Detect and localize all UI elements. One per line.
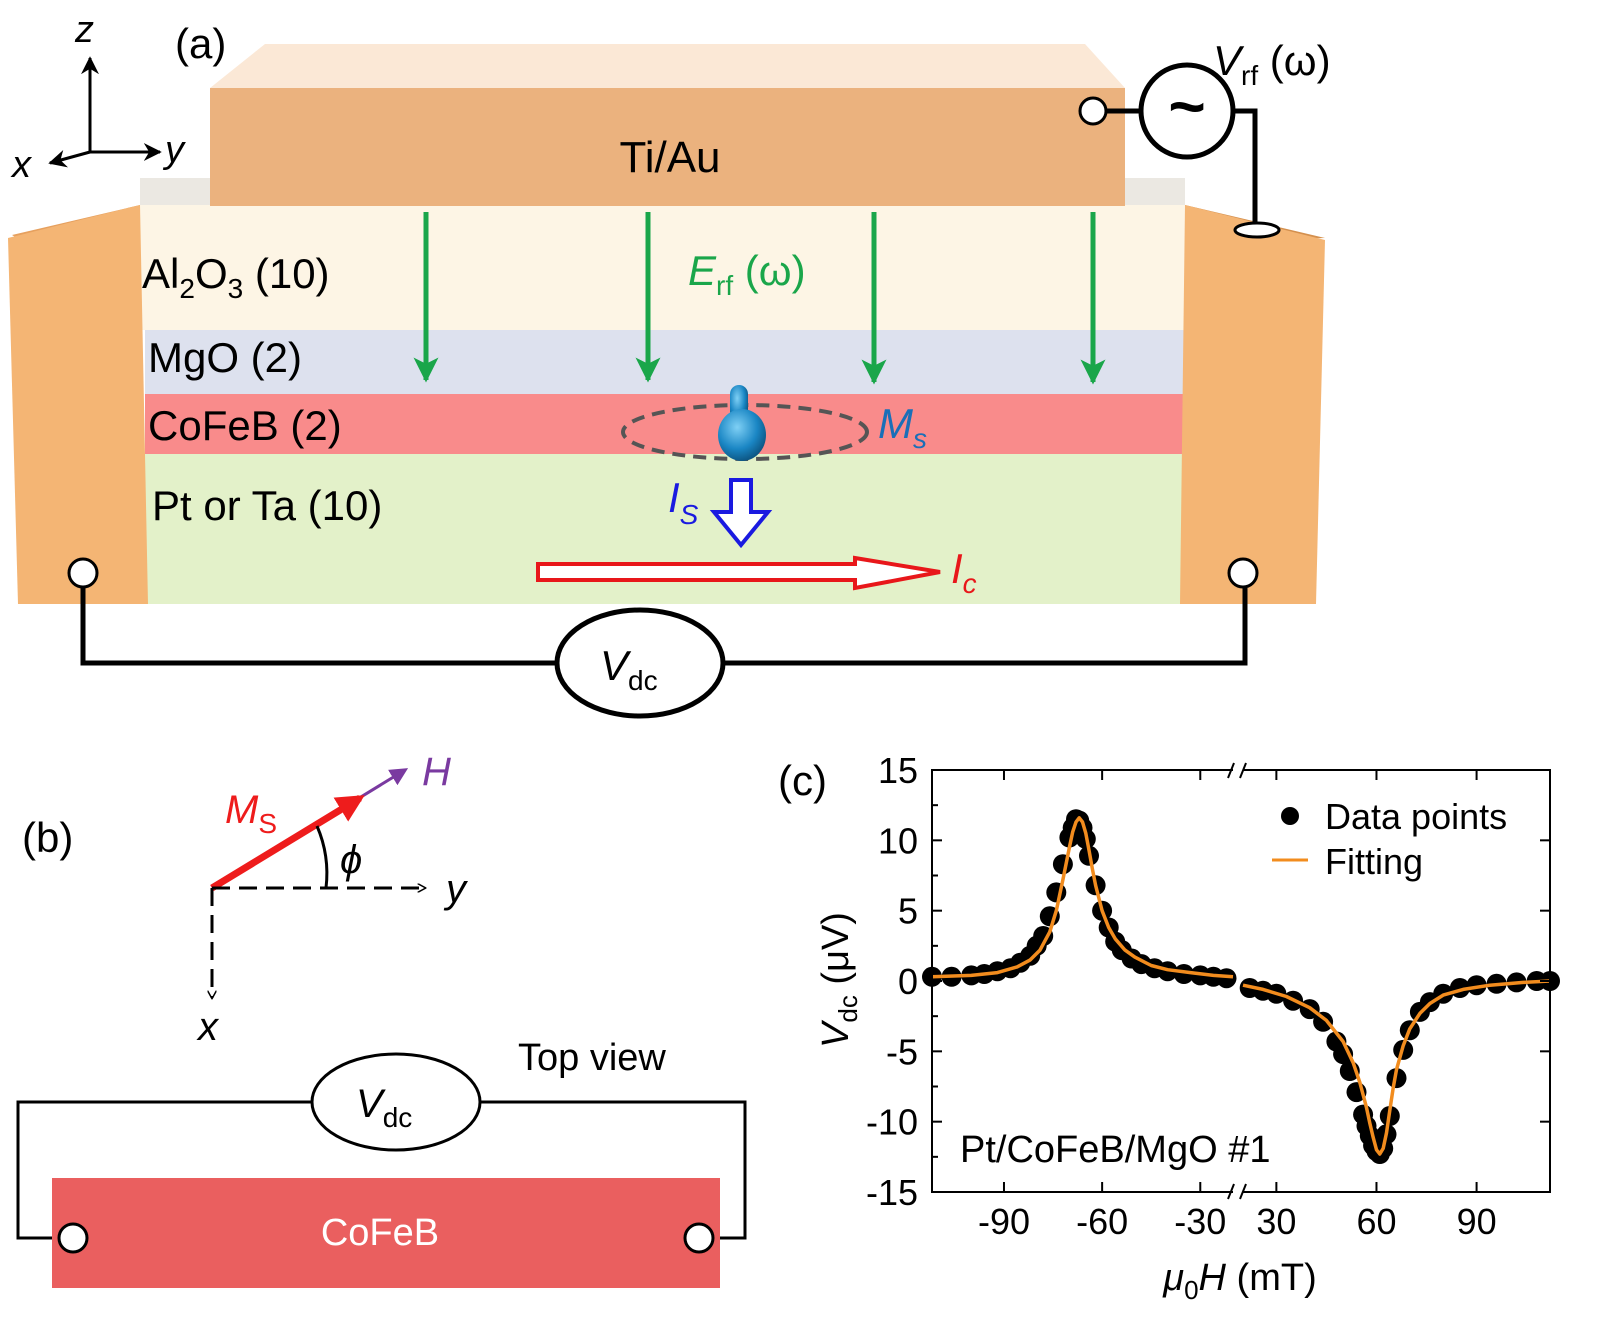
y-axis-title: Vdc (μV) [815,912,863,1048]
legend-label-fitting: Fitting [1325,841,1423,882]
y-tick-label: -15 [866,1172,918,1213]
ms-arrow [210,795,365,891]
vdc-label-b: Vdc [356,1082,412,1133]
ms-label: Ms [878,400,927,454]
x-axis-arrow [48,150,91,168]
top-view-label: Top view [518,1037,666,1079]
ptta-label: Pt or Ta (10) [152,482,382,529]
mgo-label: MgO (2) [148,334,302,381]
al2o3-label: Al2O3 (10) [142,250,330,304]
x-tick-label: -60 [1076,1201,1128,1242]
ic-label: Ic [951,545,977,599]
axis-y-label: y [162,129,186,171]
data-point [1216,968,1237,989]
tv-wire-left [16,1100,313,1240]
chart-legend: Data points Fitting [1272,796,1507,882]
x-axis-title: μ0H (mT) [1162,1257,1316,1305]
chart-ticks: 15 10 5 0 -5 -10 -15 -90 -60 -30 30 60 90 [866,750,1550,1242]
top-electrode-back-shadow [140,178,210,205]
panel-b-label: (b) [22,814,73,861]
y-tick-label: 5 [898,891,918,932]
sample-label: Pt/CoFeB/MgO #1 [960,1129,1270,1171]
dc-wire-left [80,588,557,666]
panel-c: (c) 15 10 5 0 -5 -10 -15 -90 -60 -30 30 60 90 Vdc (μ… [778,750,1560,1305]
electrode-label: Ti/Au [619,133,720,182]
is-label: IS [668,474,699,530]
panel-b: (b) H MS ϕ y x Top view CoFeB Vdc [16,750,747,1288]
rf-wire-right [1233,108,1258,222]
axis-z-label: z [74,9,94,51]
rf-source [1078,62,1281,239]
right-electrode-pad [1180,205,1325,604]
top-electrode [210,88,1125,206]
chart-series-lines [931,816,1551,1156]
dc-circuit [67,557,1259,719]
data-point [1466,975,1487,996]
x-tick-label: 90 [1457,1201,1497,1242]
magnetization-icon [718,385,766,461]
x-tick-label: 30 [1256,1201,1296,1242]
dc-wire-right [723,588,1248,666]
data-point [1033,926,1054,946]
top-electrode-top-face [210,44,1125,88]
data-point [1173,964,1194,984]
h-label: H [422,750,451,794]
x-label-b: x [196,1005,220,1049]
cofeb-layer [145,394,1185,454]
device-stack [8,44,1325,604]
vdc-meter-b [310,1052,482,1152]
left-terminal [67,557,99,589]
vdc-label-a: Vdc [600,642,658,696]
data-point [1313,1011,1334,1032]
fitting-line-negative [931,816,1234,979]
chart-series-points [922,809,1560,1164]
y-tick-label: 0 [898,961,918,1002]
tilde-icon: ~ [1168,70,1205,142]
axis-x-label: x [10,144,33,186]
tv-left-terminal [57,1222,89,1254]
top-view-circuit [16,1100,747,1240]
vrf-label: Vrf (ω) [1213,37,1331,91]
axis-break-gap-bottom [1233,1186,1243,1198]
ground-terminal [1233,221,1281,239]
y-tick-label: 15 [878,750,918,791]
top-electrode-back-shadow-right [1125,178,1185,205]
axes-triad [48,56,162,168]
x-tick-label: 60 [1356,1201,1396,1242]
erf-label: Erf (ω) [688,247,806,301]
x-tick-label: -30 [1174,1201,1226,1242]
axis-break-marks [1227,762,1247,1200]
panel-a: (a) z y x Ti/Au [8,9,1331,719]
left-electrode-pad [8,205,148,604]
spin-current-arrow [709,478,773,549]
y-tick-label: 10 [878,820,918,861]
axis-break-gap-top [1233,764,1243,776]
mgo-layer [145,330,1185,394]
vdc-meter [554,607,726,719]
phi-arc [315,825,329,889]
y-label-b: y [443,867,469,911]
tv-wire-right [480,1100,747,1240]
y-tick-label: -10 [866,1102,918,1143]
charge-current-arrow [536,555,941,591]
right-terminal [1227,557,1259,589]
fitting-line-positive [1242,979,1551,1156]
phi-label: ϕ [340,838,362,882]
panel-c-label: (c) [778,757,827,804]
panel-a-label: (a) [175,20,226,67]
tv-right-terminal [683,1222,715,1254]
ms-label-b: MS [225,788,277,839]
chart-area: 15 10 5 0 -5 -10 -15 -90 -60 -30 30 60 90 [866,750,1560,1242]
cofeb-strip-label: CoFeB [321,1212,439,1254]
legend-label-data-points: Data points [1325,796,1507,837]
cofeb-strip [52,1178,720,1288]
al2o3-layer [140,205,1185,330]
cofeb-label: CoFeB (2) [148,402,342,449]
erf-arrows [413,212,1106,385]
legend-marker-data-points [1281,807,1299,825]
x-tick-label: -90 [978,1201,1030,1242]
rf-terminal [1078,96,1108,126]
y-tick-label: -5 [886,1031,918,1072]
